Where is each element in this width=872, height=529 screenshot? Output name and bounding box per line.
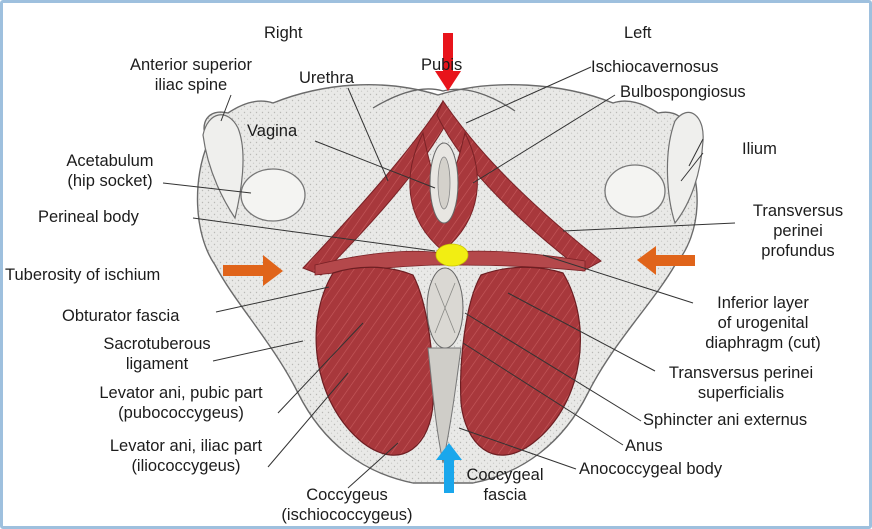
label-sphincter-ani-externus: Sphincter ani externus: [643, 411, 808, 429]
heading-left: Left: [624, 24, 652, 42]
label-anococcygeal-body: Anococcygeal body: [579, 460, 723, 478]
label-transversus-perinei-superficialis: Transversus perinei superficialis: [668, 364, 814, 402]
down-arrow-icon: [435, 33, 461, 91]
label-coccygeal-fascia: Coccygeal fascia: [466, 466, 544, 504]
label-tuberosity-of-ischium: Tuberosity of ischium: [5, 266, 161, 284]
label-acetabulum: Acetabulum (hip socket): [66, 152, 154, 190]
levator-ani-muscle: [315, 266, 581, 464]
right-arrow-icon: [223, 255, 283, 286]
label-urethra: Urethra: [299, 69, 355, 87]
label-levator-ani-iliac-part: Levator ani, iliac part (iliococcygeus): [109, 437, 263, 475]
label-sacrotuberous-ligament: Sacrotuberous ligament: [103, 335, 211, 373]
label-obturator-fascia: Obturator fascia: [62, 307, 180, 325]
label-bulbospongiosus: Bulbospongiosus: [620, 83, 746, 101]
label-ischiocavernosus: Ischiocavernosus: [591, 58, 719, 76]
label-transversus-perinei-profundus: Transversus perinei profundus: [752, 202, 844, 260]
label-coccygeus: Coccygeus (ischiococcygeus): [281, 486, 413, 524]
label-anterior-superior-iliac-spine: Anterior superior iliac spine: [130, 56, 252, 94]
label-inferior-layer-urogenital-diaphragm: Inferior layer of urogenital diaphragm (…: [705, 294, 821, 352]
up-arrow-icon: [436, 443, 462, 493]
label-anus: Anus: [625, 437, 663, 455]
pelvic-floor-illustration: [162, 33, 736, 493]
ellipse-marker: [435, 243, 469, 267]
label-ilium: Ilium: [742, 140, 777, 158]
left-arrow-icon: [637, 246, 695, 275]
label-levator-ani-pubic-part: Levator ani, pubic part (pubococcygeus): [99, 384, 263, 422]
leader-lines: [162, 66, 736, 489]
heading-right: Right: [264, 24, 303, 42]
label-vagina: Vagina: [247, 122, 298, 140]
label-pubis: Pubis: [421, 56, 463, 74]
label-perineal-body: Perineal body: [38, 208, 139, 226]
